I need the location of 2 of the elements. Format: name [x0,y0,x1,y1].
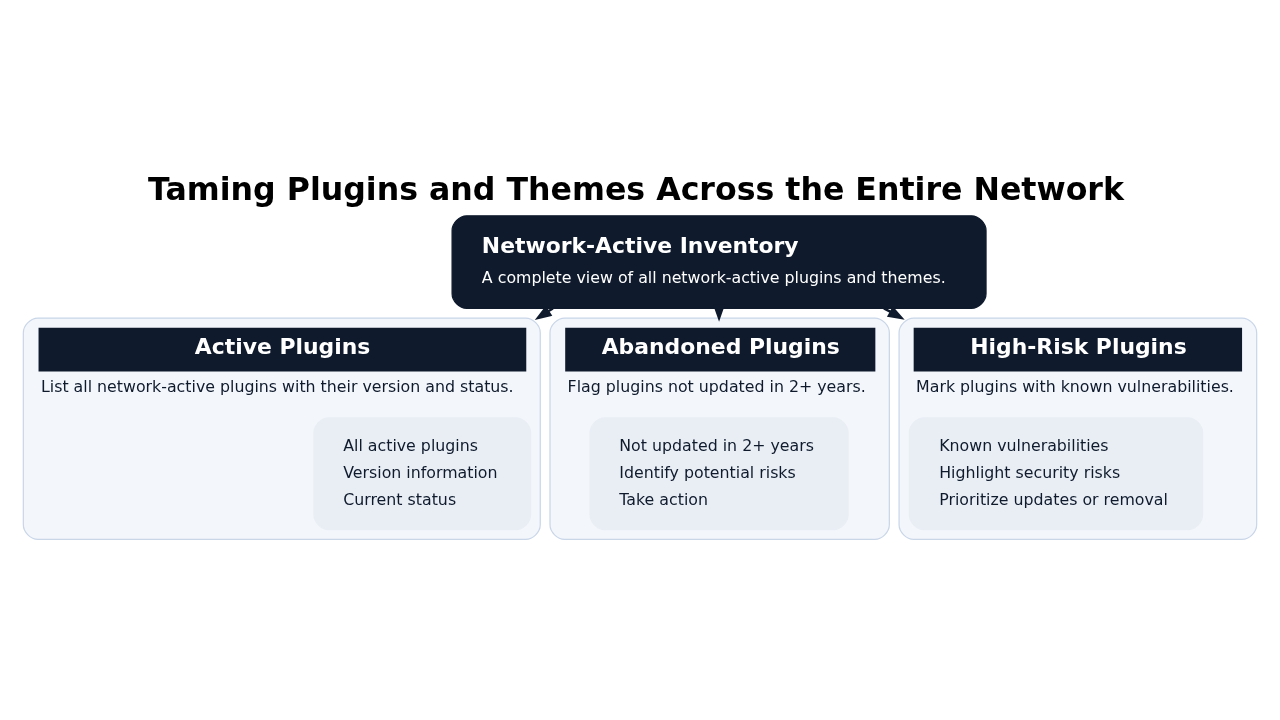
arrow [883,306,905,320]
diagram-title: Taming Plugins and Themes Across the Entire Network [148,170,1124,207]
